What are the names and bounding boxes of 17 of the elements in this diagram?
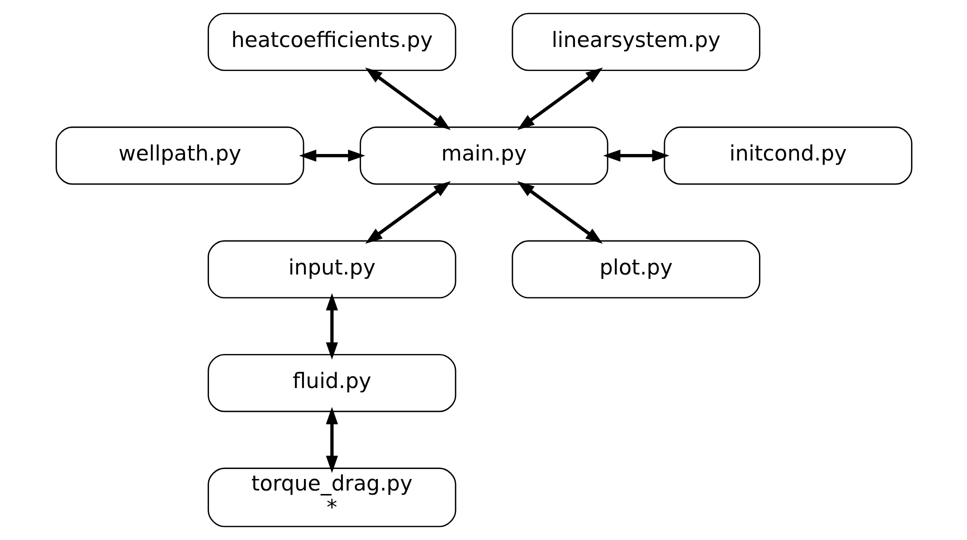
node-box: wellpath.py [55,126,304,185]
arrow [516,181,602,244]
arrow [516,67,602,130]
arrow [364,181,450,244]
node-box: fluid.py [207,354,456,412]
arrow [364,67,450,130]
node-box: input.py [207,240,456,298]
node-box: initcond.py [663,126,912,185]
node-box: plot.py [511,240,760,298]
arrow [298,150,365,162]
arrow [325,406,338,474]
arrow [325,293,338,360]
arrow [602,150,669,162]
node-box: heatcoefficients.py [207,12,456,72]
node-box: main.py [359,126,608,185]
node-box: torque_drag.py * [207,468,456,528]
node-box: linearsystem.py [511,12,760,72]
